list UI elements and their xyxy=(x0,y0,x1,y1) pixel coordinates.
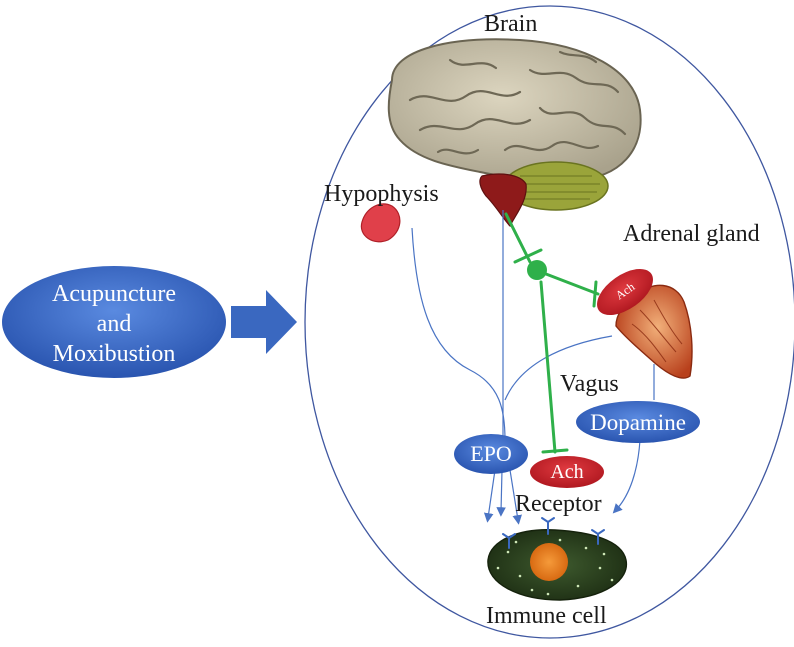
vagal-ganglion xyxy=(527,260,547,280)
intervention-line-3: Moxibustion xyxy=(52,341,176,367)
ach-pill xyxy=(530,456,604,488)
hypophysis-illustration xyxy=(360,203,401,243)
intervention-pill xyxy=(2,266,226,378)
ganglion-synapse-bar xyxy=(513,248,543,264)
brain-illustration xyxy=(387,38,642,228)
immune-cell-label: Immune cell xyxy=(486,603,607,629)
hypophysis-label: Hypophysis xyxy=(324,181,439,207)
epo-pill xyxy=(454,434,528,474)
adrenal-gland-label: Adrenal gland xyxy=(623,221,760,247)
epo-arrow-left xyxy=(483,469,496,523)
epo-arrow-right xyxy=(509,469,522,525)
vagus-label: Vagus xyxy=(560,371,619,397)
vagus-nerve xyxy=(539,280,557,454)
ach-gland-pill xyxy=(597,268,653,316)
intervention-line-2: and xyxy=(96,311,132,337)
ach-text: Ach xyxy=(550,461,584,483)
adrenal-synapse-bar xyxy=(592,280,598,308)
adrenal-to-epo-line xyxy=(504,335,613,401)
vagus-synapse-bar xyxy=(541,448,569,454)
intervention-arrow xyxy=(231,290,297,354)
immune-cell-illustration xyxy=(487,517,628,601)
brain-label: Brain xyxy=(484,11,538,37)
dopamine-to-receptor-arrow xyxy=(612,439,641,514)
dopamine-text: Dopamine xyxy=(590,410,686,435)
adrenal-gland-illustration xyxy=(615,284,693,379)
brainstem-to-ganglion-nerve xyxy=(504,212,532,264)
receptor-label: Receptor xyxy=(515,491,602,517)
body-boundary-ellipse xyxy=(304,5,794,639)
intervention-line-1: Acupuncture xyxy=(52,281,176,307)
ganglion-to-adrenal-nerve xyxy=(544,272,600,296)
hypophysis-to-epo-line xyxy=(411,227,506,441)
epo-arrow-middle xyxy=(496,469,506,517)
epo-text: EPO xyxy=(470,441,512,466)
dopamine-pill xyxy=(576,401,700,443)
